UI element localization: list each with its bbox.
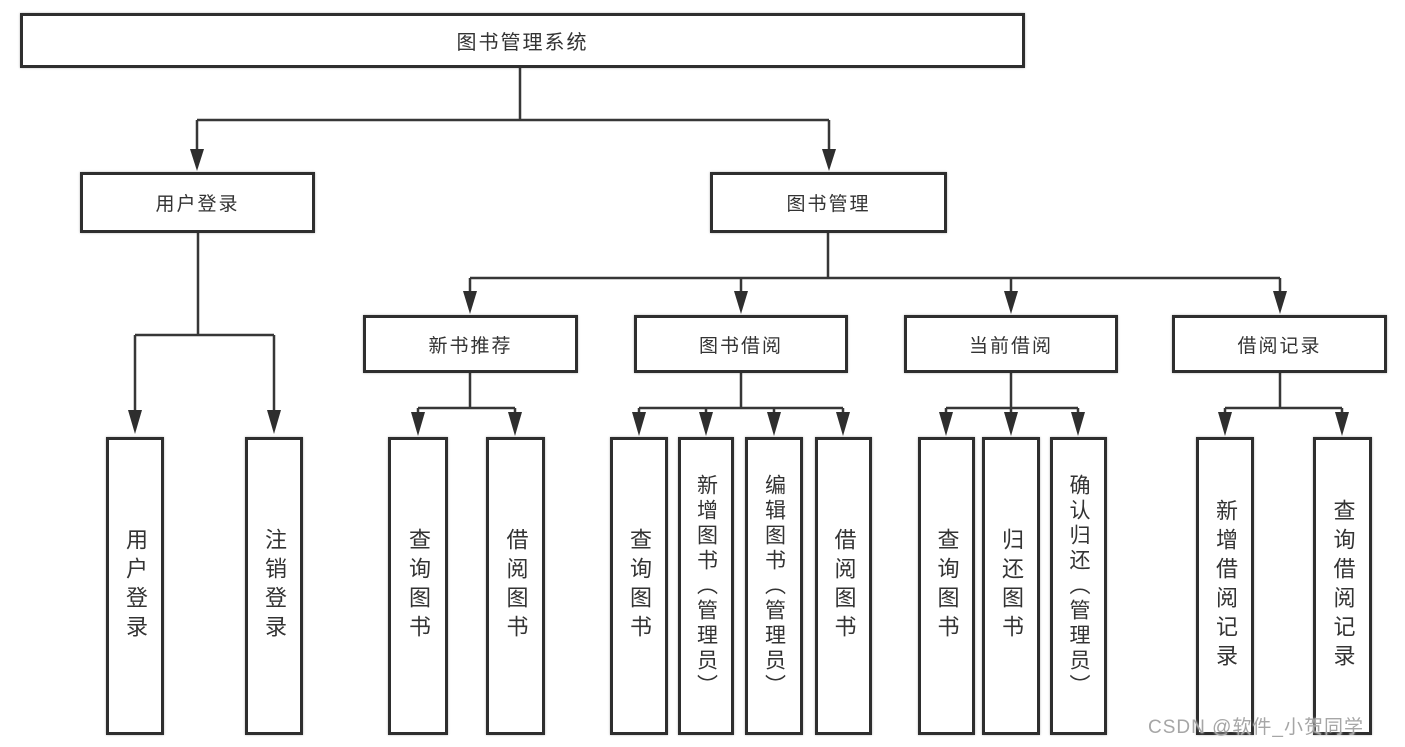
arrowhead <box>939 412 953 436</box>
node-label: 图书借阅 <box>698 335 783 357</box>
leaf-confirm-return-admin: 确认归还（管理员） <box>1050 437 1107 735</box>
leaf-label: 查询图书 <box>406 528 431 644</box>
leaf-label: 查询图书 <box>627 528 652 644</box>
arrowhead <box>822 149 836 171</box>
node-label: 图书管理 <box>786 194 871 215</box>
leaf-label: 用户登录 <box>123 528 148 644</box>
root-node-library-system: 图书管理系统 <box>20 13 1025 68</box>
leaf-query-books: 查询图书 <box>388 437 448 735</box>
leaf-query-borrow-record: 查询借阅记录 <box>1313 437 1372 735</box>
leaf-query-books: 查询图书 <box>918 437 975 735</box>
arrowhead <box>463 291 477 314</box>
node-label: 用户登录 <box>155 194 240 215</box>
node-borrowing-records: 借阅记录 <box>1172 315 1387 373</box>
leaf-user-login: 用户登录 <box>106 437 164 735</box>
arrowhead <box>1218 412 1232 436</box>
arrowhead <box>1335 412 1349 436</box>
node-label: 新书推荐 <box>428 335 513 357</box>
node-label: 当前借阅 <box>968 335 1053 357</box>
leaf-borrow-books: 借阅图书 <box>815 437 872 735</box>
leaf-label: 注销登录 <box>262 528 287 644</box>
leaf-borrow-books: 借阅图书 <box>486 437 545 735</box>
leaf-return-books: 归还图书 <box>982 437 1040 735</box>
arrowhead <box>632 412 646 436</box>
arrowhead <box>1004 291 1018 314</box>
leaf-label: 借阅图书 <box>831 528 857 644</box>
leaf-label: 归还图书 <box>999 528 1024 644</box>
arrowhead <box>190 149 204 171</box>
leaf-edit-books-admin: 编辑图书（管理员） <box>745 437 803 735</box>
arrowheads <box>128 149 1349 436</box>
leaf-add-borrow-record: 新增借阅记录 <box>1196 437 1254 735</box>
leaf-add-books-admin: 新增图书（管理员） <box>678 437 734 735</box>
leaf-label: 编辑图书（管理员） <box>762 473 786 699</box>
node-current-borrowing: 当前借阅 <box>904 315 1118 373</box>
arrowhead <box>1273 291 1287 314</box>
arrowhead <box>1004 412 1018 436</box>
arrowhead <box>1071 412 1085 436</box>
arrowhead <box>411 412 425 436</box>
leaf-logout: 注销登录 <box>245 437 303 735</box>
leaf-label: 确认归还（管理员） <box>1067 473 1090 699</box>
leaf-query-books: 查询图书 <box>610 437 668 735</box>
arrowhead <box>508 412 522 436</box>
csdn-watermark: CSDN @软件_小贺同学 <box>1148 717 1364 738</box>
node-new-book-recommendation: 新书推荐 <box>363 315 578 373</box>
leaf-label: 新增借阅记录 <box>1213 499 1238 673</box>
root-node-label: 图书管理系统 <box>456 32 589 54</box>
arrowhead <box>836 412 850 436</box>
leaf-label: 查询图书 <box>934 528 960 644</box>
tree-branch-lines <box>133 68 1344 413</box>
arrowhead <box>128 410 142 434</box>
leaf-label: 查询借阅记录 <box>1330 499 1356 673</box>
leaf-label: 借阅图书 <box>503 528 529 644</box>
arrowhead <box>267 410 281 434</box>
arrowhead <box>734 291 748 314</box>
arrowhead <box>699 412 713 436</box>
node-book-management: 图书管理 <box>710 172 947 233</box>
arrowhead <box>767 412 781 436</box>
leaf-label: 新增图书（管理员） <box>694 473 718 699</box>
node-user-login: 用户登录 <box>80 172 315 233</box>
node-book-borrowing: 图书借阅 <box>634 315 848 373</box>
node-label: 借阅记录 <box>1237 335 1322 357</box>
